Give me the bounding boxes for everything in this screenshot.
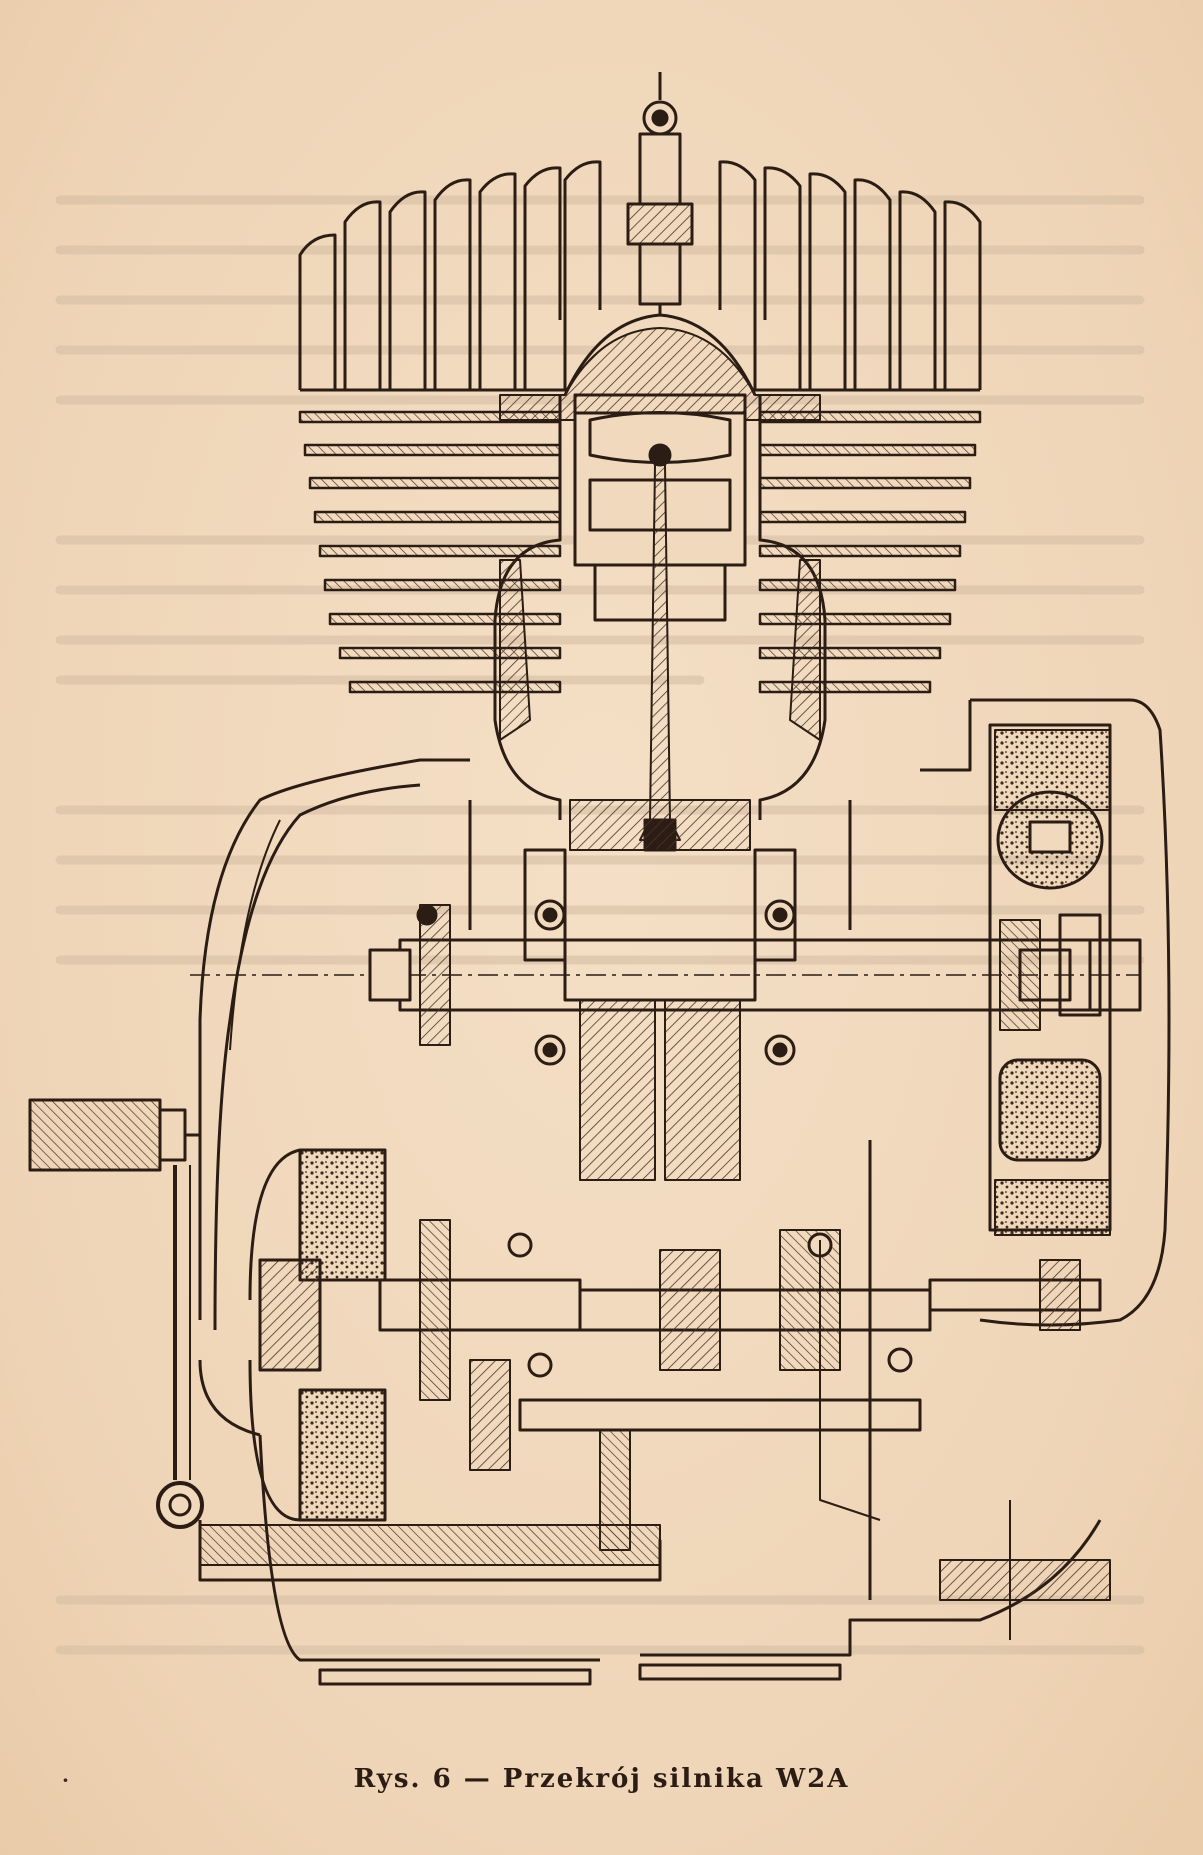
magneto-housing (920, 698, 1171, 1327)
spark-plug (626, 72, 694, 320)
kick-starter (28, 1098, 204, 1529)
clutch (248, 1148, 582, 1522)
cylinder-barrel (493, 395, 827, 820)
figure-caption: Rys. 6 — Przekrój silnika W2A (353, 1764, 850, 1794)
gearbox (469, 1229, 1102, 1551)
page-mark: · (62, 1768, 69, 1792)
crankcase (468, 799, 852, 1181)
cylinder-fins (298, 410, 982, 694)
left-crankcase-cover (198, 758, 470, 1437)
lower-case (198, 1140, 1111, 1686)
